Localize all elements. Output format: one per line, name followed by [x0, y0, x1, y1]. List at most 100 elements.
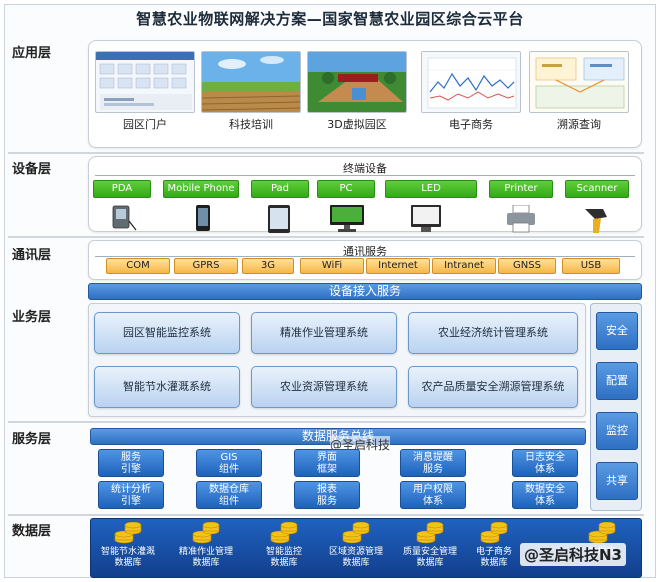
- svc-message-alert[interactable]: 消息提醒服务: [400, 449, 466, 477]
- device-subtitle-line: [95, 175, 635, 176]
- app-card-training[interactable]: 科技培训: [201, 51, 301, 132]
- svc-label-line1: 消息提醒: [413, 452, 453, 463]
- db-water-irrigation[interactable]: 智能节水灌溉 数据库: [90, 522, 166, 569]
- comm-chip-intranet[interactable]: Intranet: [432, 258, 496, 274]
- svc-label-line1: GIS: [220, 452, 238, 463]
- svc-label-line2: 框架: [317, 464, 337, 475]
- app-card-traceability[interactable]: 溯源查询: [529, 51, 629, 132]
- layer-label-device: 设备层: [12, 162, 52, 177]
- layer-label-comm: 通讯层: [12, 248, 52, 263]
- divider-business-service: [8, 421, 586, 423]
- biz-water-irrigation[interactable]: 智能节水灌溉系统: [94, 366, 240, 408]
- mobile-phone-icon: [193, 205, 213, 235]
- database-icon: [480, 522, 508, 544]
- side-monitoring[interactable]: 监控: [596, 412, 638, 450]
- svc-label-line2: 引擎: [121, 464, 141, 475]
- device-chip-pc[interactable]: PC: [317, 180, 375, 198]
- diagram-title: 智慧农业物联网解决方案—国家智慧农业园区综合云平台: [136, 10, 524, 28]
- app-label-training: 科技培训: [229, 118, 273, 131]
- db-label-line2: 数据库: [416, 558, 444, 568]
- comm-subtitle: 通讯服务: [343, 245, 387, 258]
- layer-label-business: 业务层: [12, 310, 52, 325]
- db-precision-operation[interactable]: 精准作业管理 数据库: [168, 522, 244, 569]
- divider-app-device: [8, 152, 644, 154]
- comm-chip-gprs[interactable]: GPRS: [174, 258, 238, 274]
- comm-chip-3g[interactable]: 3G: [242, 258, 294, 274]
- pc-monitor-icon: [329, 205, 365, 237]
- side-security[interactable]: 安全: [596, 312, 638, 350]
- db-label-line1: 区域资源管理: [328, 547, 383, 557]
- db-label-line1: 智能监控: [265, 547, 302, 557]
- svc-service-engine[interactable]: 服务引擎: [98, 449, 164, 477]
- svc-data-security[interactable]: 数据安全体系: [512, 481, 578, 509]
- device-chip-pad[interactable]: Pad: [251, 180, 309, 198]
- device-layer-panel: 终端设备 PDA Mobile Phone Pad PC LED Printer…: [88, 156, 642, 235]
- db-label-line2: 数据库: [342, 558, 370, 568]
- comm-chip-usb[interactable]: USB: [562, 258, 620, 274]
- side-sharing[interactable]: 共享: [596, 462, 638, 500]
- svc-label-line2: 服务: [317, 496, 337, 507]
- svc-label-line2: 体系: [535, 496, 555, 507]
- db-label-line2: 数据库: [480, 558, 508, 568]
- svc-data-warehouse[interactable]: 数据仓库组件: [196, 481, 262, 509]
- led-display-icon: [409, 205, 443, 237]
- db-label-line1: 智能节水灌溉: [100, 547, 155, 557]
- svc-label-line1: 界面: [317, 452, 337, 463]
- svc-user-permission[interactable]: 用户权限体系: [400, 481, 466, 509]
- device-chip-led[interactable]: LED: [385, 180, 477, 198]
- db-resource-management[interactable]: 区域资源管理 数据库: [318, 522, 394, 569]
- app-label-3d-park: 3D虚拟园区: [327, 118, 387, 131]
- cross-cutting-column: 安全 配置 监控 共享: [590, 303, 642, 511]
- divider-service-data: [8, 514, 644, 516]
- db-quality-safety[interactable]: 质量安全管理 数据库: [392, 522, 468, 569]
- overlay-watermark-text: @圣启科技: [330, 436, 391, 453]
- biz-resource-management[interactable]: 农业资源管理系统: [251, 366, 397, 408]
- comm-chip-gnss[interactable]: GNSS: [498, 258, 556, 274]
- app-layer-panel: 园区门户 科技培训 3D虚拟园区: [88, 40, 642, 148]
- svc-ui-framework[interactable]: 界面框架: [294, 449, 360, 477]
- comm-chip-wifi[interactable]: WiFi: [300, 258, 364, 274]
- device-access-service-bar: 设备接入服务: [88, 283, 642, 300]
- app-card-ecommerce[interactable]: 电子商务: [421, 51, 521, 132]
- portal-thumbnail: [95, 51, 195, 113]
- svc-log-security[interactable]: 日志安全体系: [512, 449, 578, 477]
- svc-label-line1: 数据安全: [525, 484, 565, 495]
- training-thumbnail: [201, 51, 301, 113]
- device-chip-mobile[interactable]: Mobile Phone: [163, 180, 239, 198]
- svc-label-line2: 体系: [535, 464, 555, 475]
- device-subtitle: 终端设备: [343, 162, 387, 175]
- db-label-line1: 精准作业管理: [178, 547, 233, 557]
- svc-label-line2: 体系: [423, 496, 443, 507]
- biz-quality-traceability[interactable]: 农产品质量安全溯源管理系统: [408, 366, 578, 408]
- database-icon: [342, 522, 370, 544]
- db-label-line2: 数据库: [192, 558, 220, 568]
- svc-report-service[interactable]: 报表服务: [294, 481, 360, 509]
- svc-statistics-engine[interactable]: 统计分析引擎: [98, 481, 164, 509]
- db-label-line2: 数据库: [270, 558, 298, 568]
- comm-chip-com[interactable]: COM: [106, 258, 170, 274]
- device-chip-printer[interactable]: Printer: [489, 180, 553, 198]
- app-card-3d-park[interactable]: 3D虚拟园区: [307, 51, 407, 132]
- database-icon: [588, 522, 616, 544]
- device-chip-pda[interactable]: PDA: [93, 180, 151, 198]
- layer-label-app: 应用层: [12, 46, 52, 61]
- divider-device-comm: [8, 236, 644, 238]
- device-chip-scanner[interactable]: Scanner: [565, 180, 629, 198]
- db-label-line2: 数据库: [114, 558, 142, 568]
- app-card-portal[interactable]: 园区门户: [95, 51, 195, 132]
- pad-icon: [267, 205, 291, 237]
- biz-precision-operation[interactable]: 精准作业管理系统: [251, 312, 397, 354]
- comm-layer-panel: 通讯服务: [88, 240, 642, 280]
- database-icon: [416, 522, 444, 544]
- traceability-thumbnail: [529, 51, 629, 113]
- db-smart-monitoring[interactable]: 智能监控 数据库: [246, 522, 322, 569]
- biz-economic-statistics[interactable]: 农业经济统计管理系统: [408, 312, 578, 354]
- comm-chip-internet[interactable]: Internet: [366, 258, 430, 274]
- svc-label-line2: 组件: [219, 496, 239, 507]
- side-configuration[interactable]: 配置: [596, 362, 638, 400]
- biz-park-monitoring[interactable]: 园区智能监控系统: [94, 312, 240, 354]
- db-label-line1: 电子商务: [475, 547, 512, 557]
- layer-label-service: 服务层: [12, 432, 52, 447]
- db-ecommerce[interactable]: 电子商务 数据库: [456, 522, 532, 569]
